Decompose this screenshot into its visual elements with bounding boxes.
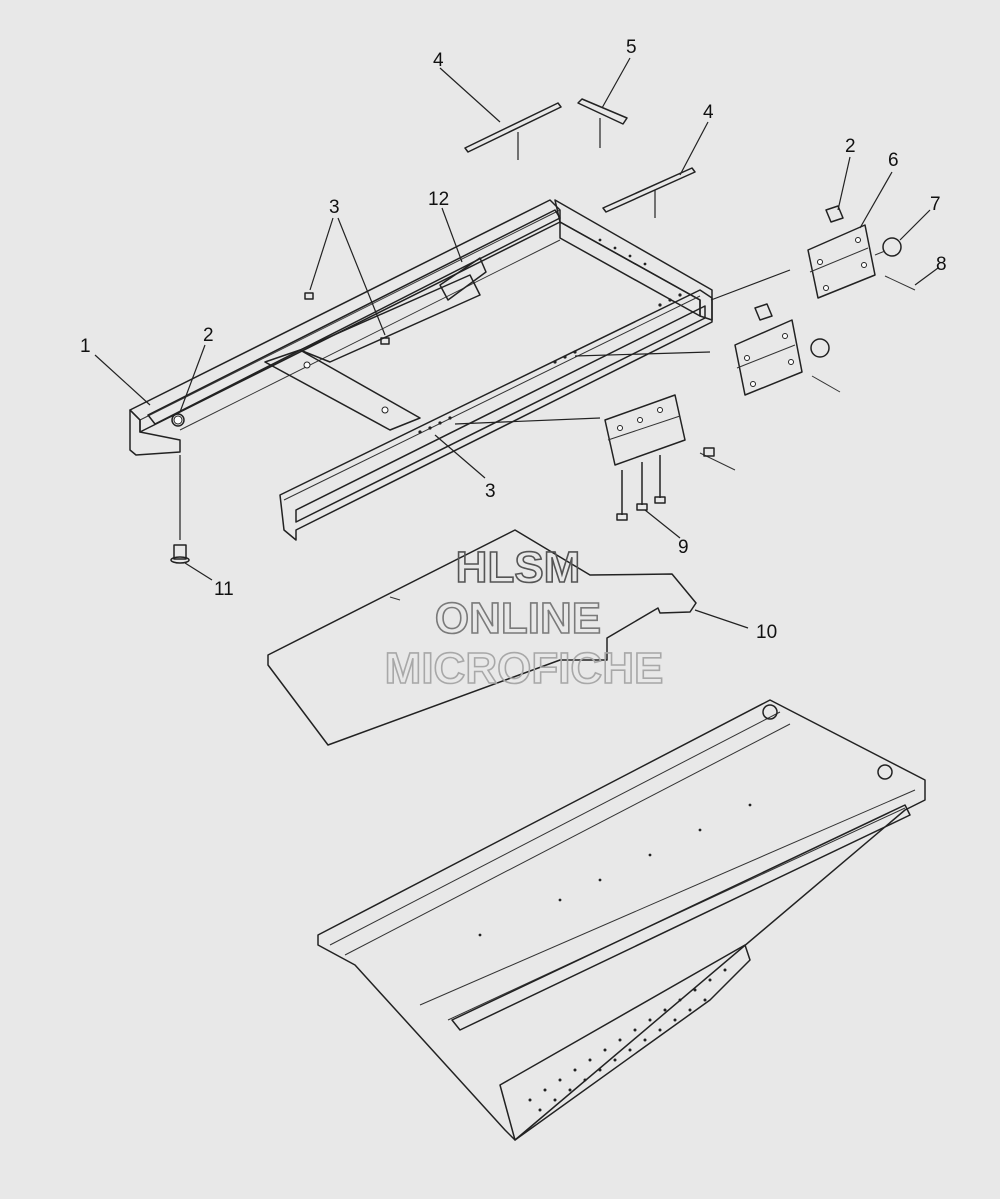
callout-9: 9 — [678, 537, 689, 558]
frame-holes — [418, 238, 682, 434]
trim-strip-left — [464, 102, 562, 160]
callout-10: 10 — [756, 622, 777, 643]
tray-perforations — [478, 803, 752, 1112]
lower-tray — [317, 699, 926, 1141]
callout-8: 8 — [936, 254, 947, 275]
watermark-line3: MICROFICHE — [385, 644, 664, 693]
callout-3-top: 3 — [329, 197, 340, 218]
frame-assembly — [129, 199, 713, 541]
callout-1: 1 — [80, 336, 91, 357]
trim-strip-center — [577, 98, 628, 148]
trim-strip-right — [602, 167, 696, 218]
watermark-line1: HLSM — [456, 543, 581, 592]
callout-4-right: 4 — [703, 102, 714, 123]
callout-7: 7 — [930, 194, 941, 215]
callout-2-left: 2 — [203, 325, 214, 346]
callout-3-bottom: 3 — [485, 481, 496, 502]
hinge-lower — [454, 394, 736, 521]
hinge-middle — [574, 303, 841, 396]
callout-12: 12 — [428, 189, 449, 210]
callout-11: 11 — [214, 579, 234, 600]
leader-lines — [94, 57, 939, 629]
floor-panel — [267, 529, 697, 746]
callout-5: 5 — [626, 37, 637, 58]
hinge-upper — [710, 205, 916, 301]
watermark: HLSM ONLINE MICROFICHE — [384, 542, 664, 694]
watermark-line2: ONLINE — [435, 594, 601, 643]
callout-4-left: 4 — [433, 50, 444, 71]
callout-2-right: 2 — [845, 136, 856, 157]
bolt-11 — [170, 455, 190, 564]
callout-6: 6 — [888, 150, 899, 171]
